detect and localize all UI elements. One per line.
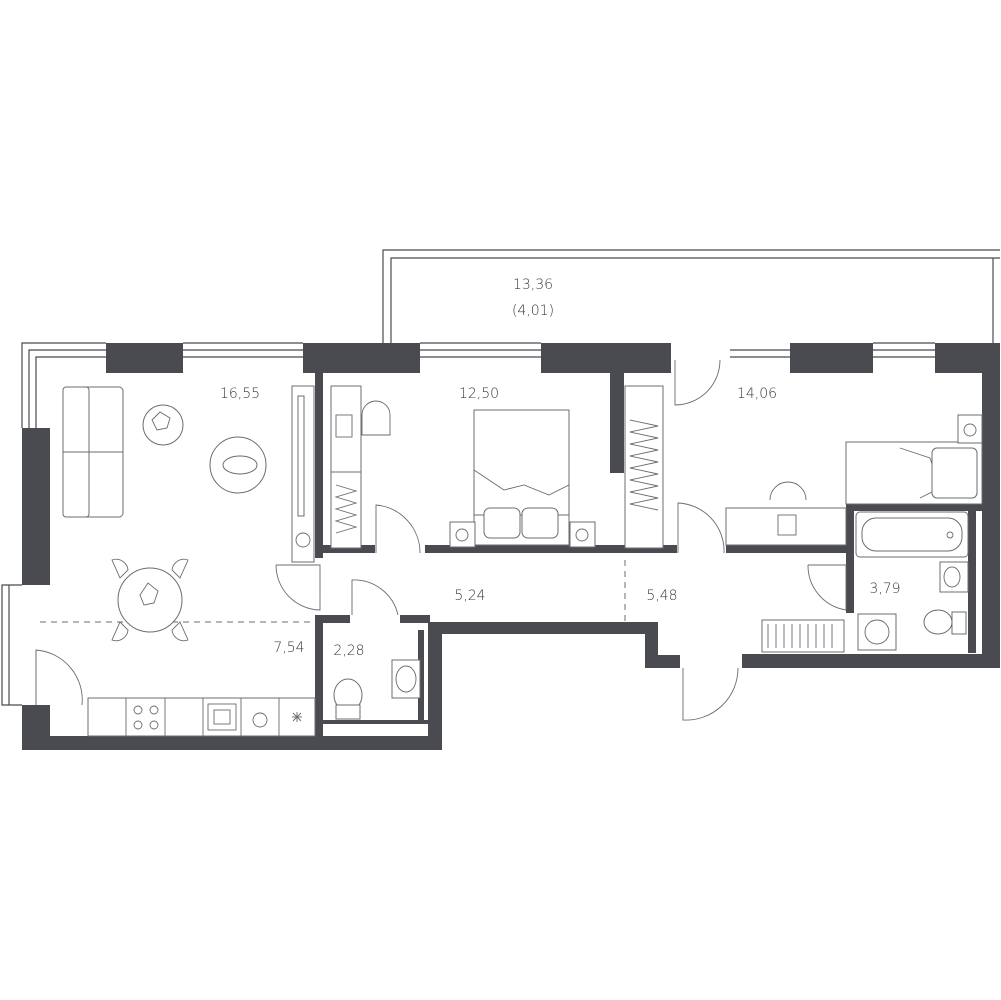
bedroom-1-furniture: [330, 385, 596, 549]
wc-fixtures: [333, 659, 421, 720]
windows: [1, 342, 935, 706]
bathroom-area-label: 3,79: [869, 581, 900, 597]
coffee-table: [142, 404, 184, 446]
bathroom-fixtures: [761, 511, 969, 653]
tv-stand: [291, 385, 315, 563]
sofa: [62, 386, 124, 518]
bedroom-2-furniture: [725, 414, 983, 546]
balcony-reduced-area-label: (4,01): [512, 303, 554, 319]
kitchen-area-label: 7,54: [273, 640, 304, 656]
bedroom-1-area-label: 12,50: [459, 386, 499, 402]
balcony-area-label: 13,36: [513, 277, 553, 293]
kitchen-counter: [87, 697, 316, 737]
wc-area-label: 2,28: [333, 643, 364, 659]
doors: [35, 359, 847, 721]
hall-2-area-label: 5,48: [646, 588, 677, 604]
living-room-area-label: 16,55: [220, 386, 260, 402]
bedroom-2-area-label: 14,06: [737, 386, 777, 402]
hall-1-area-label: 5,24: [454, 588, 485, 604]
wardrobe: [624, 385, 664, 549]
dining-table: [111, 558, 189, 642]
walls: [22, 343, 1000, 750]
balcony: [382, 249, 1000, 344]
